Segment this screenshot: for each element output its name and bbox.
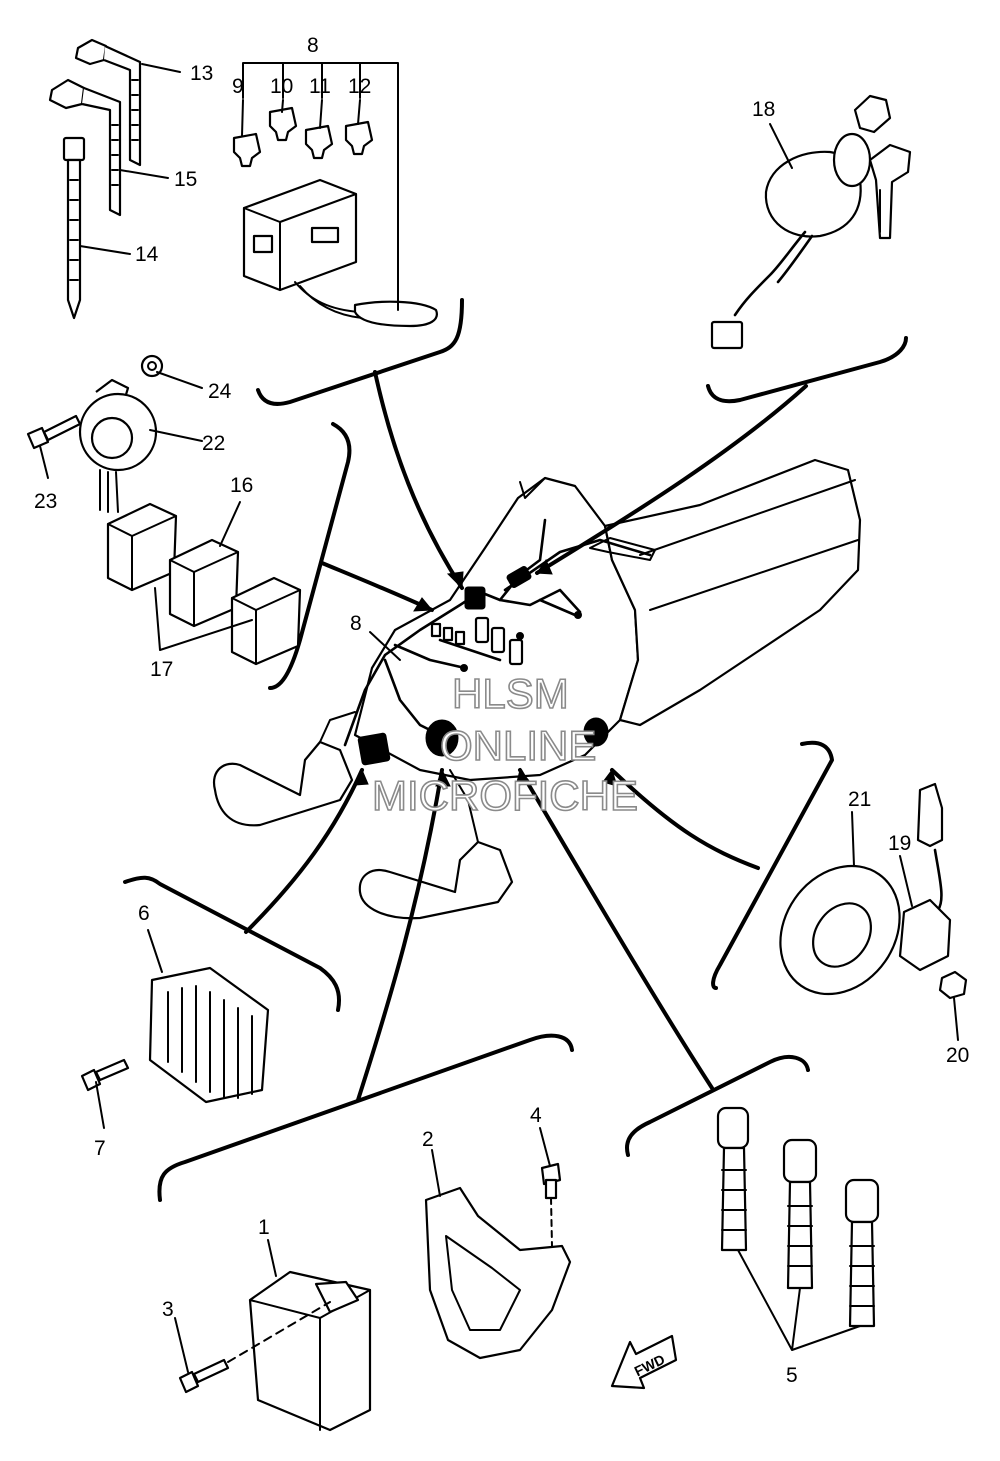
callout-22: 22 xyxy=(202,432,225,455)
callout-17: 17 xyxy=(150,658,173,681)
main-switch-18 xyxy=(710,94,912,350)
ignition-coil-5c xyxy=(844,1178,880,1328)
routing-lines xyxy=(123,298,908,1202)
callout-21: 21 xyxy=(848,788,871,811)
fuse-box-8 xyxy=(242,178,438,328)
callout-2: 2 xyxy=(422,1128,434,1151)
relay-17b xyxy=(230,576,302,666)
callout-3: 3 xyxy=(162,1298,174,1321)
watermark-line-1: HLSM xyxy=(452,670,569,717)
nut-24 xyxy=(140,354,164,378)
callout-4: 4 xyxy=(530,1104,542,1127)
callout-12: 12 xyxy=(348,75,371,98)
bolt-23 xyxy=(26,414,82,450)
watermark-line-3: MICROFICHE xyxy=(372,772,638,819)
relay-17a xyxy=(106,502,178,592)
callout-5: 5 xyxy=(786,1364,798,1387)
callout-7: 7 xyxy=(94,1137,106,1160)
screw-4 xyxy=(540,1162,562,1247)
watermark-line-2: ONLINE xyxy=(440,722,596,769)
callout-19: 19 xyxy=(888,832,911,855)
ignition-coil-5b xyxy=(782,1138,818,1290)
ignition-coil-5a xyxy=(716,1106,750,1252)
callout-9: 9 xyxy=(232,75,244,98)
callout-14: 14 xyxy=(135,243,159,266)
forward-direction-arrow: FWD xyxy=(610,1334,678,1390)
cable-tie-14 xyxy=(62,136,86,320)
bracket-2 xyxy=(424,1186,572,1360)
cable-tie-holder-13 xyxy=(74,38,142,167)
callout-numbers: 8 9 10 11 12 13 15 14 18 24 22 23 16 17 … xyxy=(34,34,969,1387)
fuse-10 xyxy=(268,106,298,142)
cable-tie-holder-15 xyxy=(48,78,122,217)
callout-8-main: 8 xyxy=(350,612,362,635)
watermark: HLSM ONLINE MICROFICHE xyxy=(371,669,639,820)
callout-6: 6 xyxy=(138,902,150,925)
pickup-rotor-21 xyxy=(779,864,901,996)
buzzer-22 xyxy=(78,378,158,513)
callout-18: 18 xyxy=(752,98,775,121)
pickup-coil-19 xyxy=(898,782,952,972)
callout-11: 11 xyxy=(309,75,331,98)
callout-1: 1 xyxy=(258,1216,270,1239)
callout-23: 23 xyxy=(34,490,57,513)
bolt-7 xyxy=(80,1058,130,1092)
callout-20: 20 xyxy=(946,1044,969,1067)
bolt-3 xyxy=(178,1301,331,1394)
callout-16: 16 xyxy=(230,474,253,497)
callout-leaders xyxy=(39,62,959,1373)
fuse-12 xyxy=(344,120,374,156)
relay-16 xyxy=(168,538,240,628)
fuse-9 xyxy=(232,132,262,168)
callout-15: 15 xyxy=(174,168,197,191)
callout-10: 10 xyxy=(270,75,293,98)
nut-20 xyxy=(938,970,968,1000)
callout-13: 13 xyxy=(190,62,213,85)
callout-8-top: 8 xyxy=(307,34,319,57)
callout-24: 24 xyxy=(208,380,232,403)
fuse-11 xyxy=(304,124,334,160)
cdi-unit-1 xyxy=(248,1270,372,1432)
rectifier-regulator-6 xyxy=(148,966,270,1104)
